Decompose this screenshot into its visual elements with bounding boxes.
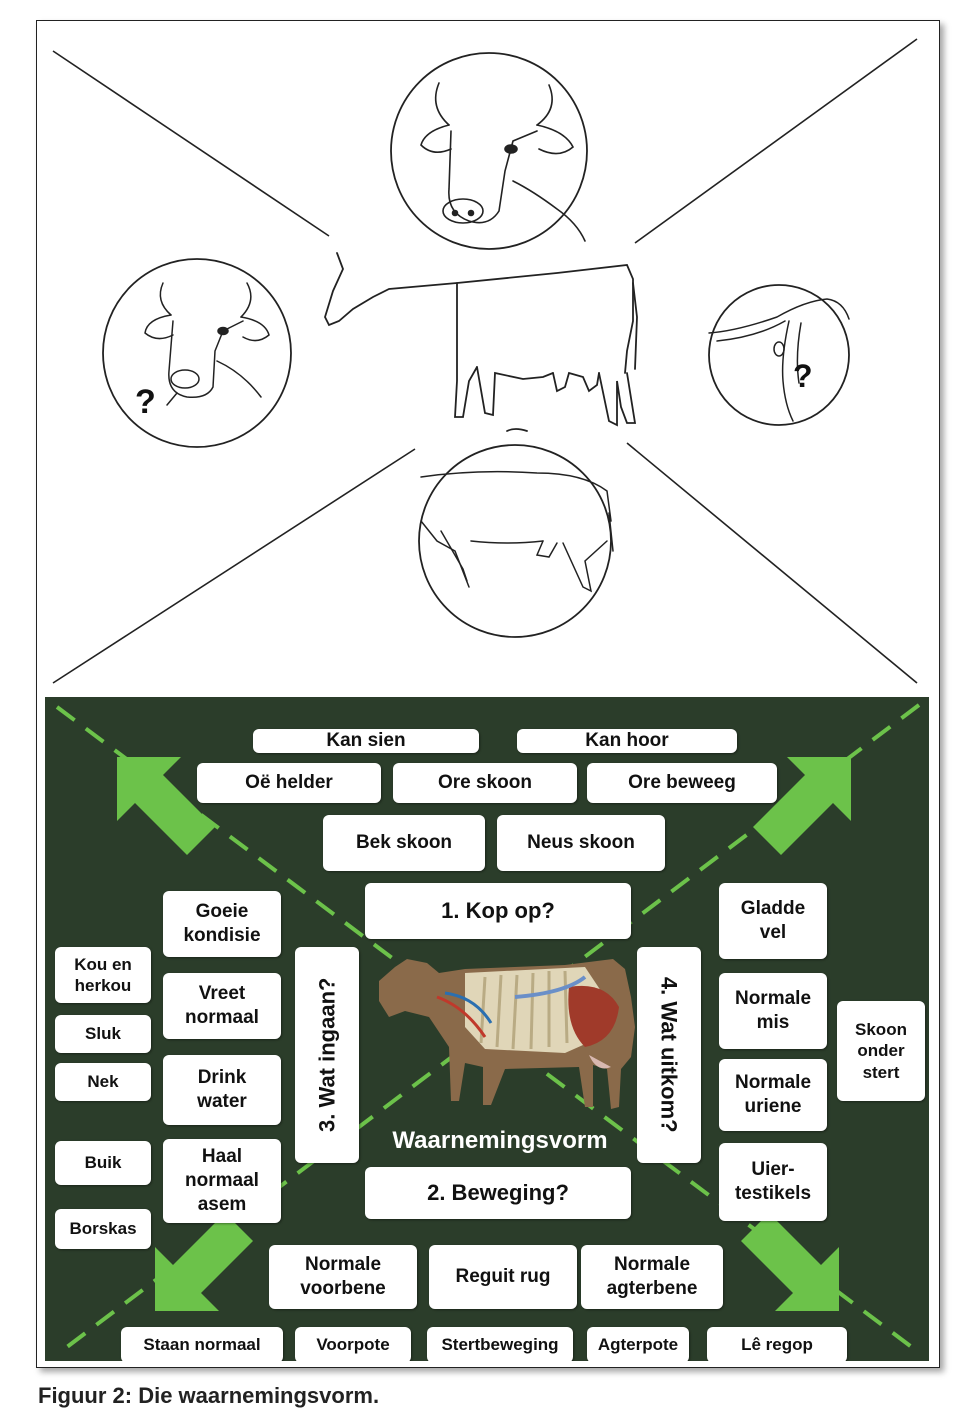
- legs-circle-bottom: [418, 444, 612, 638]
- panel-graphics: [55, 703, 921, 1355]
- box-normale-mis: Normale mis: [719, 973, 827, 1049]
- question-mark-mouth: ?: [135, 383, 156, 421]
- anatomical-cow-image: [379, 959, 635, 1109]
- tail-circle-right: [708, 284, 850, 426]
- box-uier-testikels: Uier- testikels: [719, 1143, 827, 1221]
- figure-caption: Figuur 2: Die waarnemingsvorm.: [38, 1383, 380, 1408]
- box-reguit-rug: Reguit rug: [429, 1245, 577, 1309]
- tail-area-icon: [708, 298, 850, 422]
- box-ore-skoon: Ore skoon: [393, 763, 577, 803]
- box-buik: Buik: [55, 1141, 151, 1185]
- arrow-up-right: [753, 757, 851, 855]
- box-drink-water: Drink water: [163, 1055, 281, 1125]
- question-wat-uitkom: 4. Wat uitkom?: [637, 947, 701, 1163]
- box-stertbeweging: Stertbeweging: [427, 1327, 573, 1361]
- question-kop-op: 1. Kop op?: [365, 883, 631, 939]
- question-wat-ingaan-text: 3. Wat ingaan?: [314, 977, 340, 1133]
- divider-line: [52, 448, 416, 684]
- divider-line: [626, 442, 918, 684]
- arrow-down-right: [741, 1213, 839, 1311]
- box-normale-agterbene: Normale agterbene: [581, 1245, 723, 1309]
- head-circle-top: [390, 52, 588, 250]
- box-haal-normaal-asem: Haal normaal asem: [163, 1139, 281, 1223]
- box-ore-beweeg: Ore beweeg: [587, 763, 777, 803]
- cow-outline: [324, 252, 638, 432]
- box-bek-skoon: Bek skoon: [323, 815, 485, 871]
- box-vreet-normaal: Vreet normaal: [163, 973, 281, 1039]
- box-sluk: Sluk: [55, 1015, 151, 1053]
- box-neus-skoon: Neus skoon: [497, 815, 665, 871]
- arrow-up-left: [117, 757, 215, 855]
- box-nek: Nek: [55, 1063, 151, 1101]
- question-wat-uitkom-text: 4. Wat uitkom?: [656, 977, 682, 1133]
- box-le-regop: Lê regop: [707, 1327, 847, 1361]
- box-kou-en-herkou: Kou en herkou: [55, 947, 151, 1003]
- box-normale-voorbene: Normale voorbene: [269, 1245, 417, 1309]
- cow-legs-icon: [420, 470, 614, 593]
- question-wat-ingaan: 3. Wat ingaan?: [295, 947, 359, 1163]
- box-kan-sien: Kan sien: [253, 729, 479, 753]
- cow-head-mouth-icon: [144, 282, 270, 406]
- question-beweging: 2. Beweging?: [365, 1167, 631, 1219]
- arrow-down-left: [155, 1213, 253, 1311]
- box-skoon-onder-stert: Skoon onder stert: [837, 1001, 925, 1101]
- box-goeie-kondisie: Goeie kondisie: [163, 891, 281, 957]
- box-normale-uriene: Normale uriene: [719, 1059, 827, 1131]
- box-borskas: Borskas: [55, 1209, 151, 1249]
- box-gladde-vel: Gladde vel: [719, 883, 827, 959]
- mouth-circle-left: [102, 258, 292, 448]
- cow-line-illustration: ? ?: [52, 38, 918, 684]
- box-staan-normaal: Staan normaal: [121, 1327, 283, 1361]
- divider-line: [52, 50, 330, 237]
- center-label: Waarnemingsvorm: [392, 1127, 608, 1154]
- observation-form-panel: Kan sien Kan hoor Oë helder Ore skoon Or…: [45, 697, 929, 1361]
- box-voorpote: Voorpote: [295, 1327, 411, 1361]
- box-agterpote: Agterpote: [587, 1327, 689, 1361]
- figure-frame: ? ?: [36, 20, 940, 1368]
- box-oe-helder: Oë helder: [197, 763, 381, 803]
- cow-head-icon: [420, 82, 586, 242]
- divider-line: [634, 38, 918, 244]
- question-mark-tail: ?: [793, 358, 813, 394]
- box-kan-hoor: Kan hoor: [517, 729, 737, 753]
